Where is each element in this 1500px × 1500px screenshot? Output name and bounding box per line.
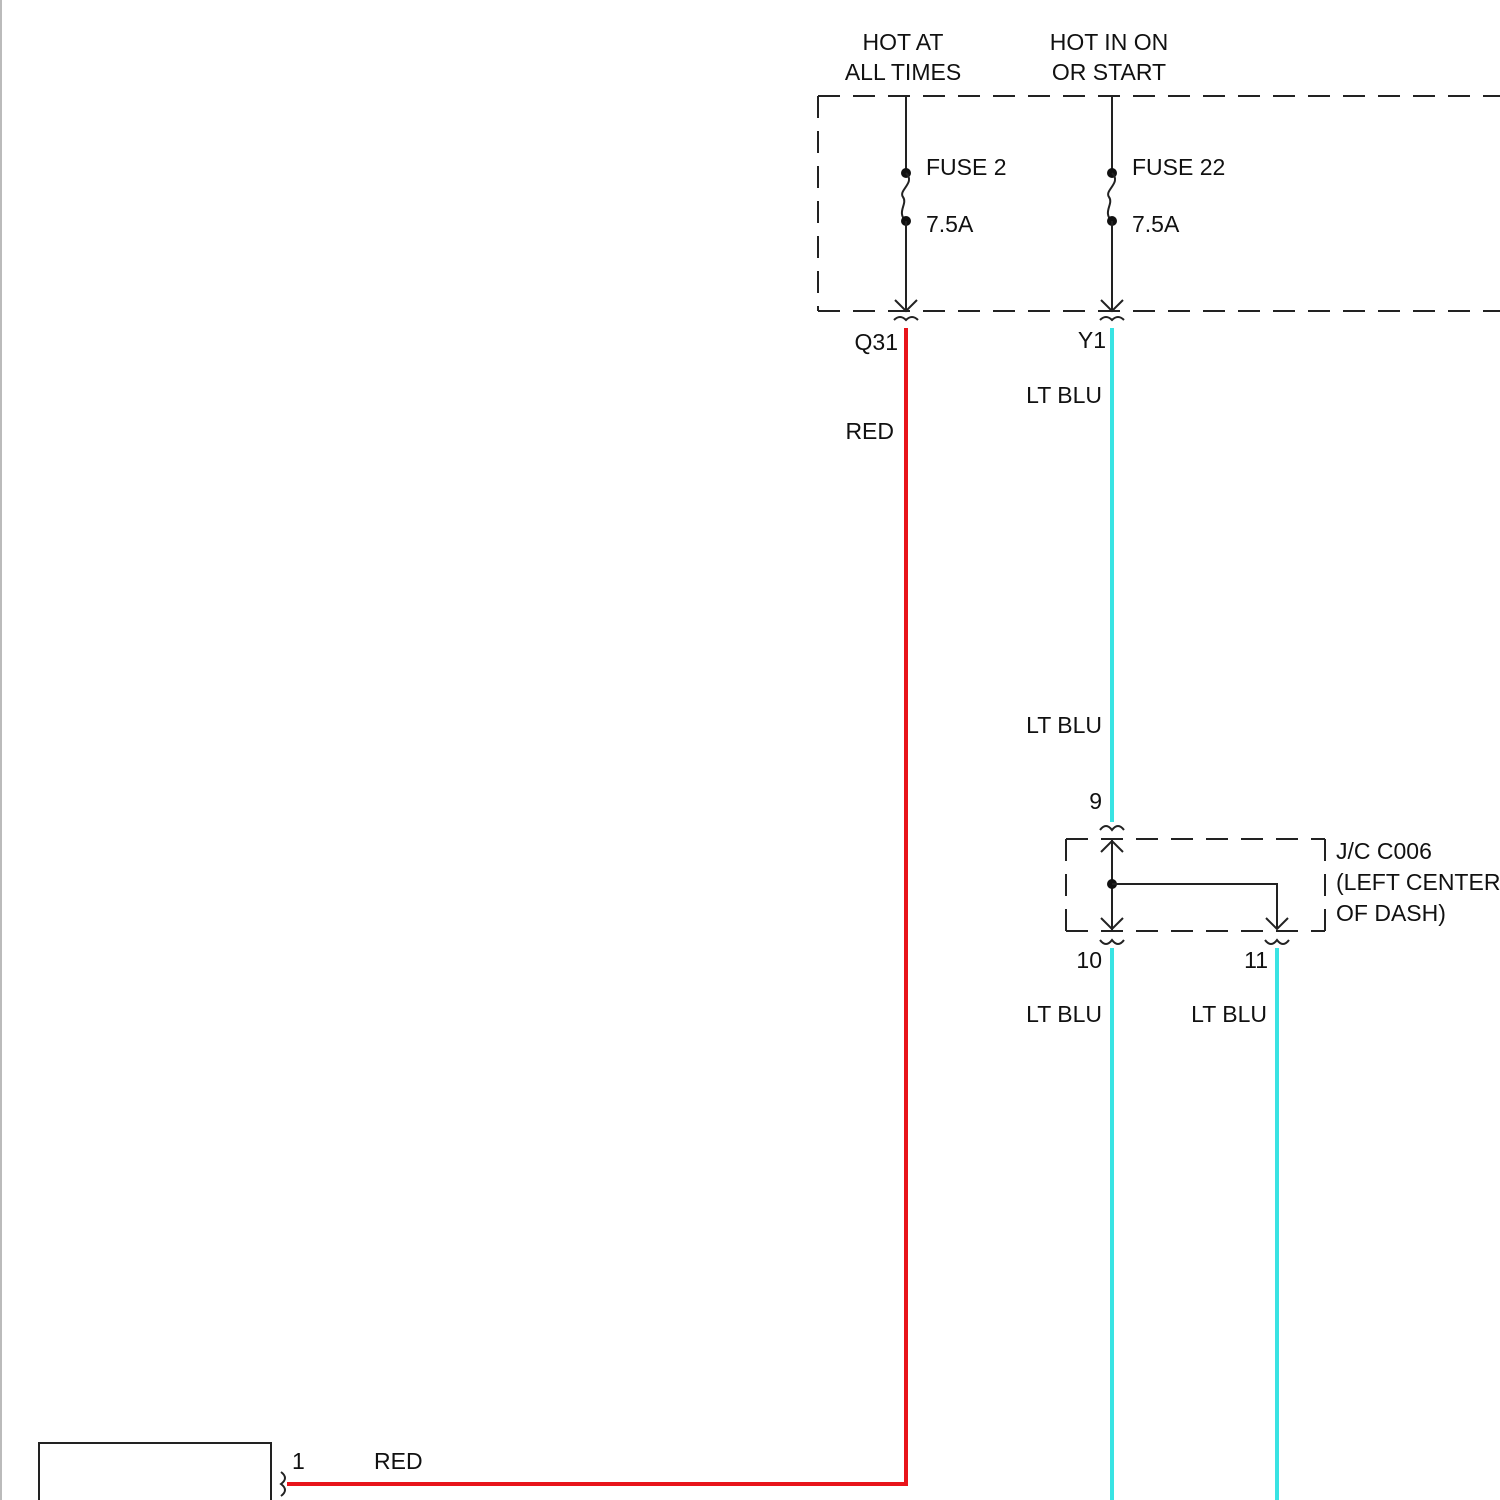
red-wire [287,328,906,1484]
pin-1-label: 1 [292,1448,305,1474]
red-wire-label-vertical: RED [845,418,894,444]
fuse-22-circuit [1100,96,1124,320]
hot-at-all-times-line1: HOT AT [863,29,944,55]
hot-in-on-line1: HOT IN ON [1050,29,1168,55]
q31-connector-icon [894,317,918,320]
component-box [39,1443,271,1500]
hot-at-all-times-line2: ALL TIMES [845,59,961,85]
fuse-22-name: FUSE 22 [1132,154,1225,180]
connector-y1-label: Y1 [1078,327,1106,353]
fuse-2-circuit [894,96,918,320]
ltblu-wire-10-label: LT BLU [1026,1001,1102,1027]
junction-box [1066,839,1325,931]
pin-9-label: 9 [1089,788,1102,814]
ltblu-wire-label-upper: LT BLU [1026,382,1102,408]
fuse-22-rating: 7.5A [1132,211,1180,237]
junction-label-line1: J/C C006 [1336,838,1432,864]
pin-11-label: 11 [1244,947,1268,973]
red-wire-label-horizontal: RED [374,1448,423,1474]
pin-9-connector-icon [1100,826,1124,830]
pin-10-connector-icon [1100,940,1124,944]
connector-q31-label: Q31 [855,329,898,355]
y1-connector-icon [1100,317,1124,320]
fuse-22-symbol [1108,173,1115,221]
ltblu-wire-11-label: LT BLU [1191,1001,1267,1027]
junction-label-line2: (LEFT CENTER [1336,869,1500,895]
junction-label-line3: OF DASH) [1336,900,1446,926]
pin-11-connector-icon [1265,940,1289,944]
hot-in-on-line2: OR START [1052,59,1166,85]
pin-1-connector-icon [281,1472,285,1496]
fuse-box [818,96,1500,311]
pin-10-label: 10 [1076,947,1102,973]
fuse-2-rating: 7.5A [926,211,974,237]
fuse-2-symbol [902,173,909,221]
ltblu-wire-label-mid: LT BLU [1026,712,1102,738]
fuse-2-name: FUSE 2 [926,154,1007,180]
